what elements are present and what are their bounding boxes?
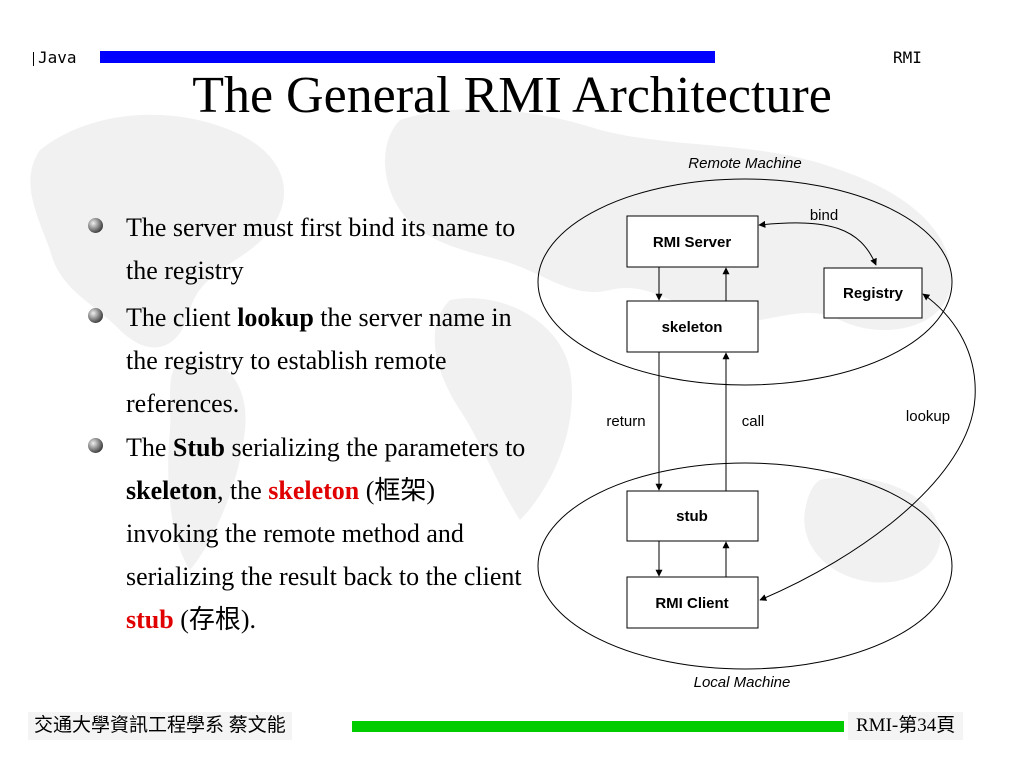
stub-label: stub — [676, 508, 708, 525]
bind-label: bind — [810, 207, 838, 224]
bullet-3-stub-bold: Stub — [172, 433, 225, 462]
footer-green-bar — [352, 721, 844, 732]
bullet-3-mid1: serializing the parameters to — [224, 433, 526, 462]
rmi-server-box — [626, 215, 759, 268]
registry-label: Registry — [843, 285, 904, 302]
lookup-arrow — [759, 293, 976, 601]
skeleton-box — [626, 300, 759, 353]
local-machine-label: Local Machine — [694, 674, 791, 691]
return-label: return — [606, 413, 645, 430]
bullet-icon — [88, 438, 103, 453]
slide-title: The General RMI Architecture — [192, 67, 832, 124]
bullet-3-post: (存根). — [173, 605, 257, 634]
bullet-3-mid2: , the — [217, 476, 269, 505]
header-left-label: Java — [38, 48, 77, 67]
stub-box — [626, 490, 759, 542]
rmi-client-label: RMI Client — [655, 595, 728, 612]
header-blue-bar — [100, 51, 715, 63]
bullet-2: The client lookup the server name in the… — [88, 296, 526, 425]
bullet-3-mid3: (框架) invoking the remote method and seri… — [126, 476, 522, 591]
header-right-label: RMI — [893, 48, 922, 67]
bullet-3-pre: The — [126, 433, 173, 462]
bullet-3-skeleton-bold: skeleton — [126, 476, 217, 505]
footer-left-text: 交通大學資訊工程學系 蔡文能 — [28, 712, 292, 740]
rmi-server-label: RMI Server — [653, 234, 732, 251]
bullet-3-stub-red: stub — [126, 605, 174, 634]
bind-arrow — [758, 220, 877, 266]
bullet-1: The server must first bind its name to t… — [88, 206, 526, 292]
local-machine-ellipse — [537, 462, 953, 670]
bullet-3: The Stub serializing the parameters to s… — [88, 426, 526, 641]
rmi-architecture-diagram: Remote Machine Local Machine RMI Server … — [537, 155, 976, 691]
bullet-icon — [88, 308, 103, 323]
bullet-3-skeleton-red: skeleton — [268, 476, 360, 505]
skeleton-label: skeleton — [662, 319, 723, 336]
header-left-tick — [33, 52, 34, 66]
bullet-2-pre: The client — [126, 303, 238, 332]
bullet-1-text: The server must first bind its name to t… — [126, 213, 516, 285]
remote-machine-label: Remote Machine — [688, 155, 801, 172]
bullet-icon — [88, 218, 103, 233]
rmi-client-box — [626, 576, 759, 629]
lookup-label: lookup — [906, 408, 950, 425]
footer-page-number: RMI-第34頁 — [848, 712, 964, 740]
bullet-2-bold: lookup — [237, 303, 314, 332]
bullet-2-post: the server name in the registry to estab… — [126, 303, 512, 418]
call-label: call — [742, 413, 765, 430]
remote-machine-ellipse — [537, 178, 953, 386]
